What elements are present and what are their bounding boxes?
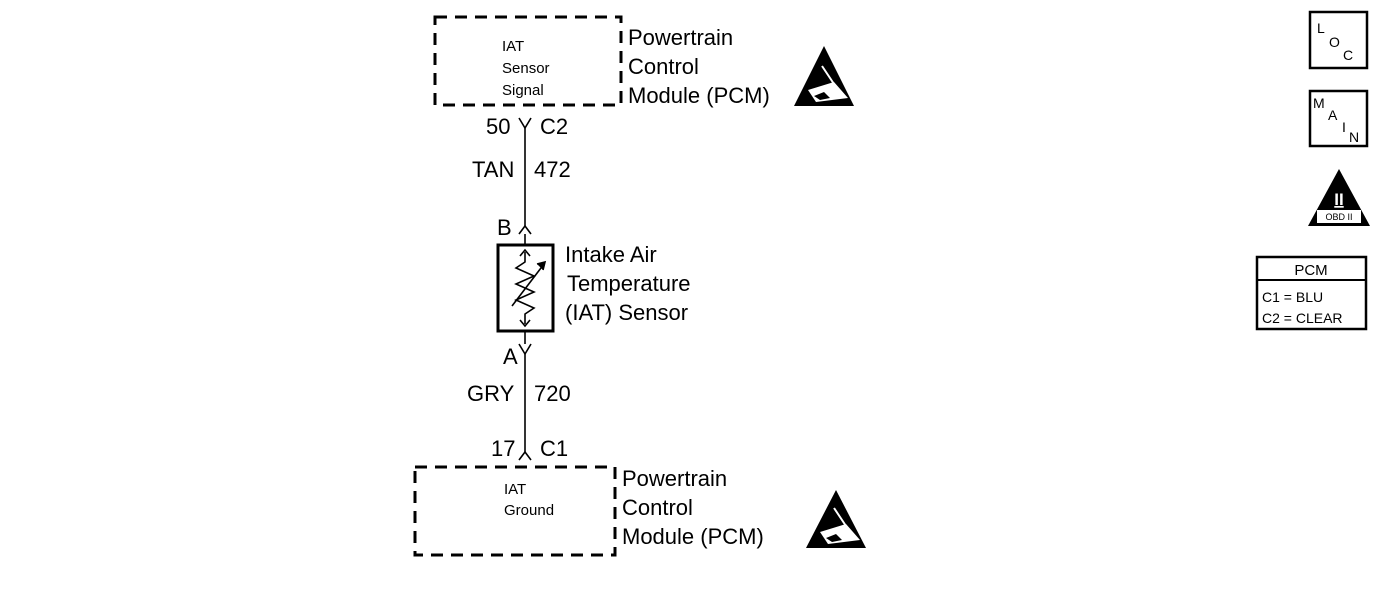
pcm-bottom-circuit-line-2: Ground (504, 502, 554, 519)
obd-ii-icon: II OBD II (1308, 169, 1370, 226)
sensor-pin-bottom: A (503, 344, 518, 369)
svg-text:M: M (1313, 95, 1325, 111)
pcm-bottom-connector: C1 (540, 436, 568, 461)
signal-wire-circuit: 472 (534, 157, 571, 182)
connector-male-symbol (518, 450, 532, 461)
location-icon: L O C (1308, 10, 1369, 70)
pcm-top-connector: C2 (540, 114, 568, 139)
pcm-top-title-line-2: Control (628, 54, 699, 79)
pcm-bottom-box (413, 465, 617, 557)
pcm-top-circuit-line-2: Sensor (502, 60, 550, 77)
ground-wire-circuit: 720 (534, 381, 571, 406)
svg-text:I: I (1342, 119, 1346, 135)
pcm-bottom-title-line-1: Powertrain (622, 466, 727, 491)
connector-key-row-2: C2 = CLEAR (1262, 310, 1343, 326)
sensor-title-line-2: Temperature (567, 271, 691, 296)
esd-warning-icon (806, 490, 866, 548)
pcm-top-box (433, 15, 623, 107)
pcm-bottom-circuit-line-1: IAT (504, 481, 526, 498)
svg-text:OBD II: OBD II (1325, 212, 1352, 222)
svg-text:A: A (1328, 107, 1338, 123)
pcm-top-title-line-1: Powertrain (628, 25, 733, 50)
connector-male-symbol (518, 224, 532, 235)
connector-key: PCM C1 = BLU C2 = CLEAR (1255, 255, 1368, 331)
ground-wire-color: GRY (467, 381, 515, 406)
esd-warning-icon (794, 46, 854, 106)
pcm-top-title-line-3: Module (PCM) (628, 83, 770, 108)
svg-text:II: II (1334, 190, 1343, 209)
svg-text:O: O (1329, 34, 1340, 50)
pcm-bottom-pin: 17 (491, 436, 515, 461)
pcm-bottom-title-line-3: Module (PCM) (622, 524, 764, 549)
svg-text:C: C (1343, 47, 1353, 63)
connector-key-title: PCM (1294, 262, 1327, 279)
pcm-top-circuit-line-1: IAT (502, 38, 524, 55)
connector-female-symbol (518, 117, 532, 130)
svg-text:N: N (1349, 129, 1359, 145)
sensor-title-line-1: Intake Air (565, 242, 657, 267)
thermistor-symbol (511, 248, 547, 328)
pcm-top-pin: 50 (486, 114, 510, 139)
pcm-top-circuit-line-3: Signal (502, 82, 544, 99)
connector-key-row-1: C1 = BLU (1262, 289, 1323, 305)
signal-wire-color: TAN (472, 157, 514, 182)
sensor-pin-top: B (497, 215, 512, 240)
main-icon: M A I N (1308, 89, 1369, 148)
pcm-bottom-title-line-2: Control (622, 495, 693, 520)
connector-female-symbol (518, 343, 532, 356)
svg-text:L: L (1317, 20, 1325, 36)
sensor-title-line-3: (IAT) Sensor (565, 300, 688, 325)
